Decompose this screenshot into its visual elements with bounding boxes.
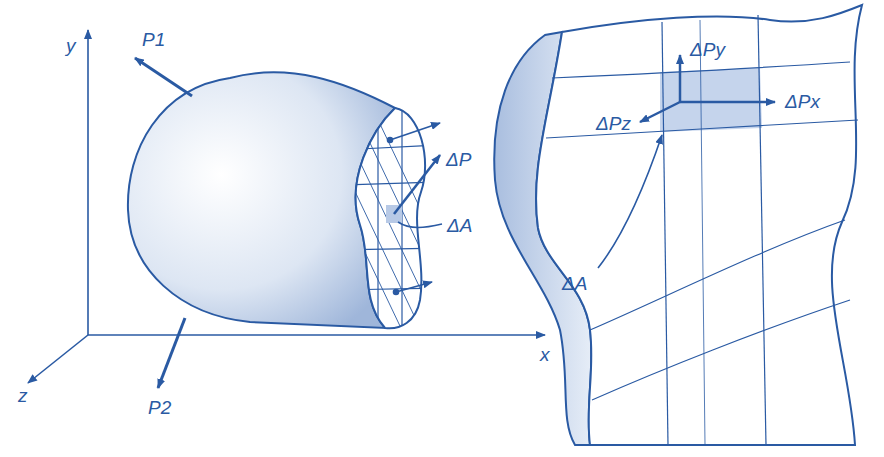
force-label: P2 [148, 398, 171, 417]
force-label: x [540, 345, 550, 364]
force-label: z [18, 386, 28, 405]
force-label: P1 [142, 30, 165, 49]
force-label: ΔA [447, 216, 472, 235]
force-label: ΔPz [596, 114, 631, 133]
force-label: y [66, 36, 76, 55]
force-label: ΔP [446, 150, 471, 169]
force-label: ΔPy [690, 40, 725, 59]
force-label: ΔPx [785, 92, 820, 111]
force-label: ΔA [562, 274, 587, 293]
